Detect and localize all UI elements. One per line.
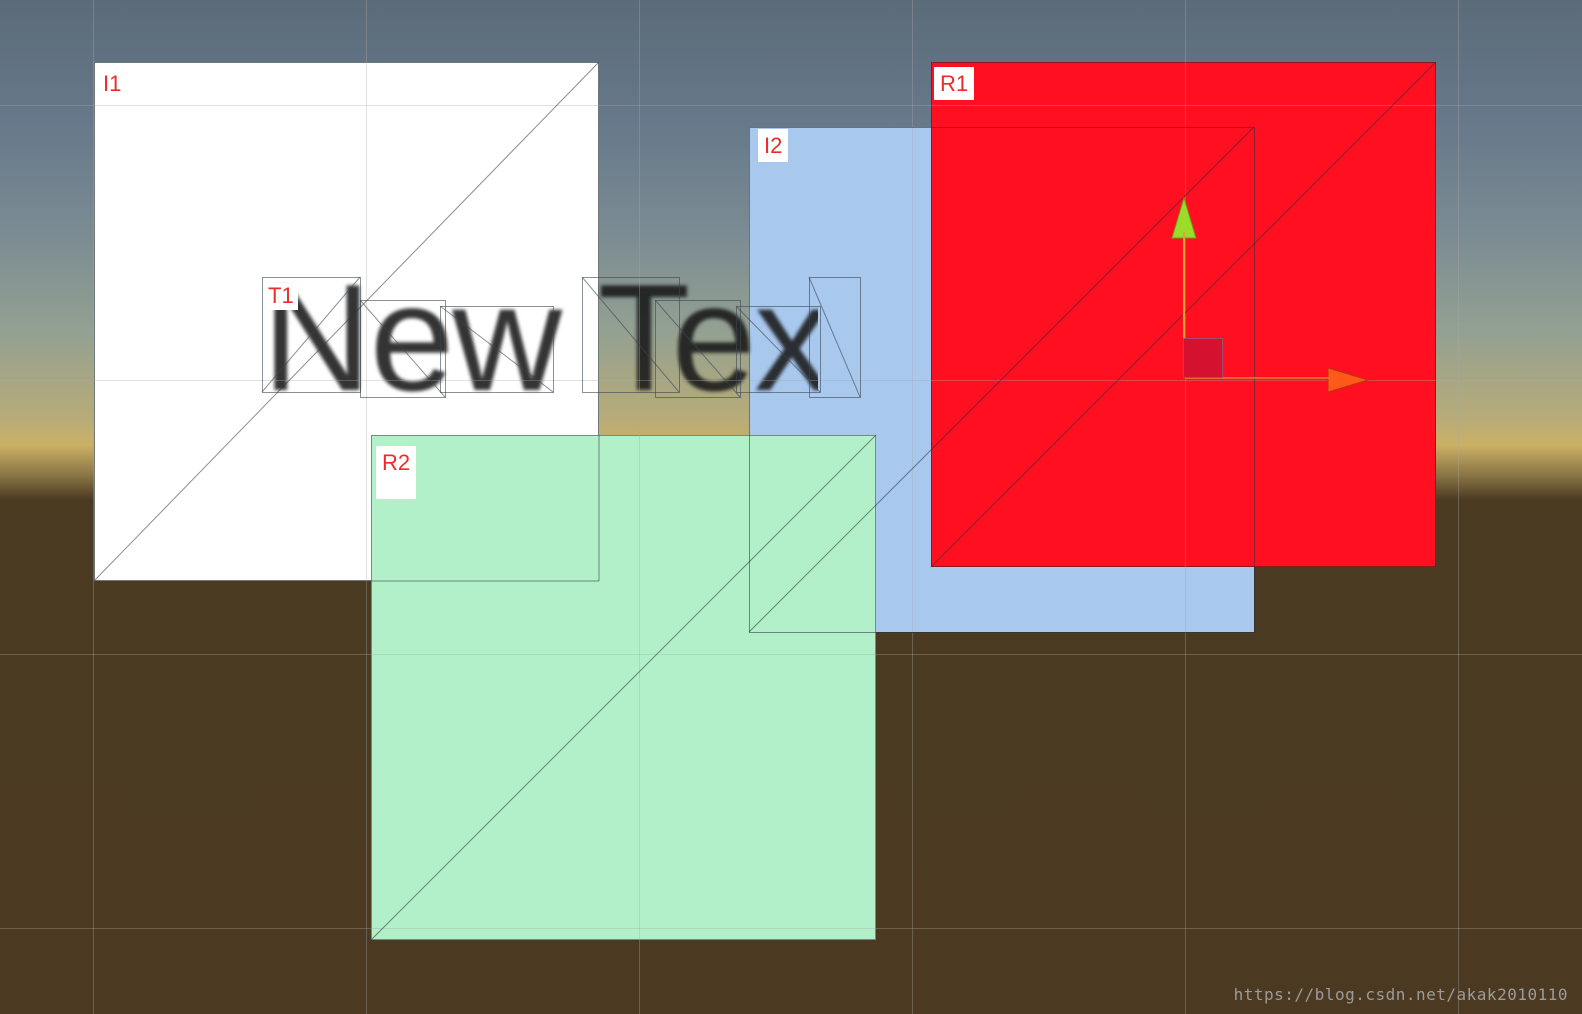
gizmo-center-handle[interactable]: [1183, 338, 1223, 378]
label-i1: I1: [97, 67, 128, 100]
gizmo-x-axis[interactable]: [1185, 377, 1330, 379]
ui-rect-r2[interactable]: [371, 435, 876, 940]
new-text-label: New Text: [262, 262, 818, 402]
watermark-text: https://blog.csdn.net/akak2010110: [1233, 985, 1568, 1004]
label-r2: R2: [376, 446, 417, 499]
label-t1: T1: [264, 283, 298, 310]
ui-text-t1-content[interactable]: New Text: [262, 262, 818, 402]
label-r1: R1: [934, 67, 975, 100]
gizmo-y-axis[interactable]: [1183, 232, 1185, 378]
label-i2: I2: [758, 129, 789, 162]
